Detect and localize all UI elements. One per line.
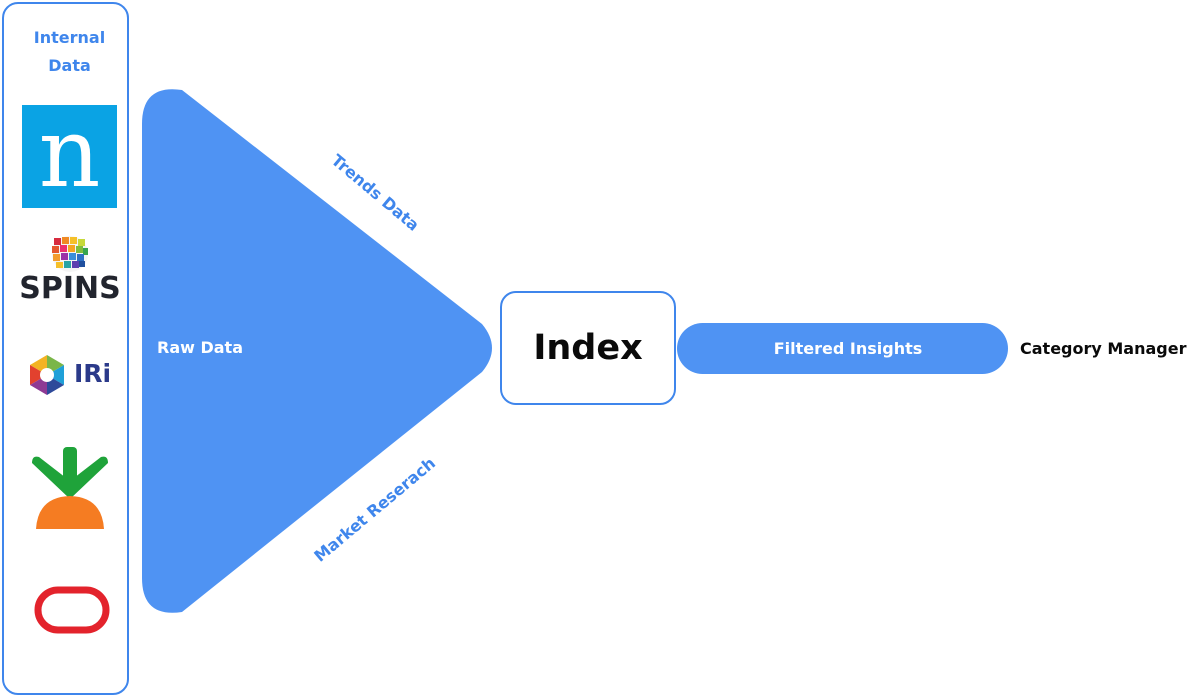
internal-data-title-line2: Data xyxy=(48,56,91,75)
internal-data-panel: Internal Data n xyxy=(2,2,129,695)
internal-data-title-line1: Internal xyxy=(33,28,106,47)
spins-globe-icon xyxy=(52,236,88,272)
oracle-logo xyxy=(34,586,110,634)
spins-logo: SPINS xyxy=(14,232,126,306)
carrot-icon xyxy=(32,447,108,529)
raw-data-funnel xyxy=(142,89,492,613)
nielsen-logo: n xyxy=(22,105,117,208)
filtered-insights-label: Filtered Insights xyxy=(773,339,923,358)
oracle-ring-icon xyxy=(34,586,110,634)
internal-data-title: Internal Data xyxy=(4,24,135,80)
index-label: Index xyxy=(533,328,643,368)
iri-wordmark: IRi xyxy=(74,359,112,388)
iri-logo: IRi xyxy=(26,352,116,398)
spins-wordmark: SPINS xyxy=(19,271,121,306)
index-box: Index xyxy=(500,291,676,405)
filtered-insights-pill: Filtered Insights xyxy=(677,323,1008,374)
nielsen-letter: n xyxy=(38,97,101,209)
iri-cube-icon xyxy=(30,355,64,395)
instacart-logo xyxy=(30,447,110,531)
raw-data-label: Raw Data xyxy=(157,338,243,357)
category-manager-label: Category Manager xyxy=(1020,339,1187,358)
